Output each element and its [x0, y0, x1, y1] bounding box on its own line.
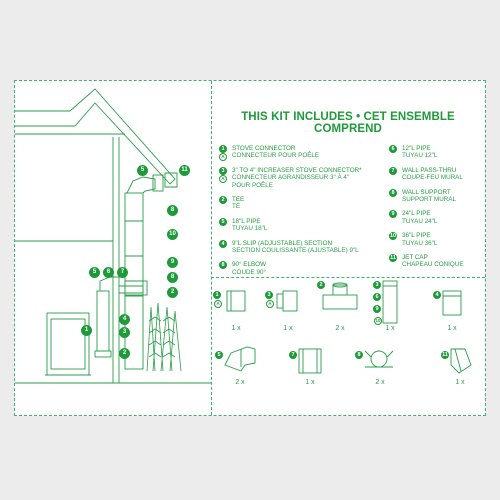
part-qty: 1 x: [305, 379, 315, 386]
part-badge: 2: [317, 281, 325, 289]
part-badge: 6: [373, 293, 381, 301]
callout-4: 4: [119, 314, 130, 325]
kit-card: 5 11 8 10 9 8 2 5 6 7 4 3 1 2 THIS KIT I…: [14, 80, 486, 416]
part-badge: 9: [373, 305, 381, 313]
callout-8: 8: [167, 205, 178, 216]
part-qty: 1 x: [455, 379, 465, 386]
list-item: 10 36"L PIPE TUYAU 36"L: [389, 232, 438, 247]
part-slip-section: [442, 290, 462, 316]
list-item: 11 JET CAP CHAPEAU CONIQUE: [389, 254, 464, 269]
part-tee: [322, 282, 358, 310]
horizontal-divider: [211, 277, 485, 278]
component-list-left: 1 A STOVE CONNECTOR CONNECTEUR POUR POÊL…: [219, 145, 362, 283]
part-qty: 1 x: [283, 325, 293, 332]
kit-title: THIS KIT INCLUDES • CET ENSEMBLE COMPREN…: [241, 111, 455, 135]
part-stove-connector: [226, 290, 246, 312]
part-badge: 11: [441, 351, 449, 359]
list-item: 7 WALL PASS-THRU COUPE-FEU MURAL: [389, 166, 464, 182]
part-qty: 1 x: [385, 325, 395, 332]
top-elbow: [126, 176, 156, 194]
part-wall-pass-thru: [298, 348, 322, 374]
list-item: 2 TEE TÉ: [219, 196, 362, 211]
list-item: 6 12"L PIPE TUYAU 12"L: [389, 145, 464, 160]
callout-2: 2: [167, 287, 178, 298]
part-qty: 2 x: [235, 379, 245, 386]
part-long-pipe: [382, 280, 398, 324]
callout-5: 5: [137, 165, 148, 176]
callout-2b: 2: [119, 348, 130, 359]
part-qty: 1 x: [231, 325, 241, 332]
part-badge: 3: [373, 281, 381, 289]
parts-illustrations: [224, 280, 472, 374]
part-badge: 3: [265, 291, 273, 299]
callout-7: 7: [117, 267, 128, 278]
callout-8b: 8: [167, 272, 178, 283]
part-jet-cap: [450, 348, 472, 374]
list-item: 1 A STOVE CONNECTOR CONNECTEUR POUR POÊL…: [219, 145, 362, 161]
list-item: 3 A 3" TO 4" INCREASER STOVE CONNECTOR* …: [219, 166, 362, 189]
part-badge: 10: [374, 317, 382, 325]
jet-cap: [164, 172, 178, 188]
roof-outline: [15, 88, 176, 185]
part-badge: 4: [433, 291, 441, 299]
shrubs: [146, 302, 182, 372]
part-badge: 1: [213, 291, 221, 299]
installation-diagram: [15, 88, 211, 384]
callout-9: 9: [167, 257, 178, 268]
list-item: 9 24"L PIPE TUYAU 24"L: [389, 210, 464, 225]
list-item: 8 WALL SUPPORT SUPPORT MURAL: [389, 188, 464, 204]
callout-3: 3: [119, 327, 130, 338]
part-qty: 1 x: [447, 325, 457, 332]
part-badge: 7: [289, 351, 297, 359]
callout-6: 6: [103, 267, 114, 278]
part-badge-alt: A: [266, 300, 274, 308]
vertical-divider: [211, 81, 212, 415]
list-item: 8 90° ELBOW COUDE 90°: [219, 261, 362, 276]
part-wall-support: [364, 350, 394, 368]
part-badge: 5: [215, 351, 223, 359]
part-badge: 8: [355, 351, 363, 359]
part-elbow: [224, 346, 256, 372]
list-item: 5 18"L PIPE TUYAU 18"L: [219, 217, 362, 233]
part-increaser: [276, 290, 298, 312]
component-list-right: 6 12"L PIPE TUYAU 12"L 7 WALL PASS-THRU …: [389, 145, 464, 276]
list-item: 4 9"L SLIP (ADJUSTABLE) SECTION SECTION …: [219, 239, 362, 255]
callout-11: 11: [179, 165, 190, 176]
callout-10: 10: [167, 229, 178, 240]
callout-5b: 5: [89, 267, 100, 278]
part-badge-alt: A: [214, 300, 222, 308]
part-qty: 2 x: [375, 379, 385, 386]
part-qty: 2 x: [335, 325, 345, 332]
callout-1: 1: [81, 325, 92, 336]
